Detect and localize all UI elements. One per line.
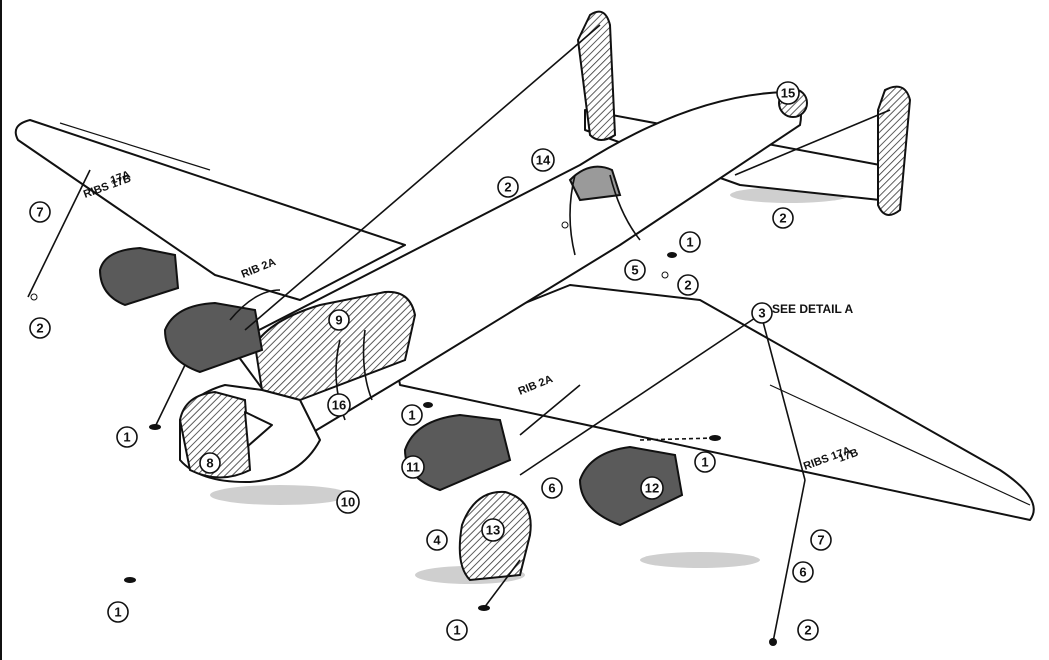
callout-c2d: 2: [772, 207, 794, 229]
callout-label: 16: [332, 398, 346, 413]
mooring-cables: [27, 24, 891, 643]
callout-c6b: 6: [792, 561, 814, 583]
callout-label: 4: [433, 533, 441, 548]
callout-c9: 9: [328, 309, 350, 331]
engine-starboard-outer: [578, 445, 684, 527]
engine-port-inner: [163, 301, 264, 374]
callout-c15: 15: [776, 81, 800, 105]
callout-c5: 5: [624, 259, 646, 281]
callout-c2c: 2: [677, 274, 699, 296]
callout-label: 2: [804, 623, 811, 638]
callout-label: 2: [504, 180, 511, 195]
callout-label: 1: [453, 623, 460, 638]
callout-c7b: 7: [810, 529, 832, 551]
ground-shadow: [210, 187, 850, 584]
callout-label: 13: [486, 523, 500, 538]
callout-label: 6: [799, 565, 806, 580]
callout-label: 6: [548, 481, 555, 496]
ground-pickets: [30, 221, 777, 646]
callout-c8: 8: [199, 452, 221, 474]
callout-label: 3: [758, 306, 765, 321]
bomb-aimer-window: [244, 411, 273, 447]
callout-c13: 13: [481, 518, 505, 542]
detail-note: SEE DETAIL A: [772, 302, 853, 316]
callout-label: 2: [779, 211, 786, 226]
front-turret-cover: [178, 390, 252, 479]
callout-c3: 3: [751, 302, 773, 324]
callout-c7a: 7: [29, 201, 51, 223]
callout-label: 2: [36, 321, 43, 336]
callout-c16: 16: [327, 393, 351, 417]
left-wing: [14, 119, 406, 301]
callout-c1a: 1: [116, 426, 138, 448]
callout-label: 9: [335, 313, 342, 328]
callout-c14: 14: [531, 148, 555, 172]
callout-label: 2: [684, 278, 691, 293]
right-fin: [877, 85, 912, 216]
canopy-cover: [253, 290, 417, 402]
callout-label: 1: [701, 455, 708, 470]
callout-c1d: 1: [401, 404, 423, 426]
right-wing: [394, 284, 1035, 521]
callout-c2e: 2: [797, 619, 819, 641]
callout-c12: 12: [640, 476, 664, 500]
callout-label: 5: [631, 263, 638, 278]
callout-label: 1: [408, 408, 415, 423]
callout-label: 7: [36, 205, 43, 220]
callout-c1e: 1: [679, 231, 701, 253]
right-aileron-line: [769, 384, 1031, 506]
callout-label: 8: [206, 456, 213, 471]
callout-c6a: 6: [541, 477, 563, 499]
callout-c11: 11: [401, 455, 425, 479]
mid-upper-turret-cover: [568, 165, 622, 202]
callout-label: 11: [406, 460, 420, 475]
callout-c10: 10: [336, 490, 360, 514]
callout-label: 12: [645, 481, 659, 496]
callout-c1b: 1: [107, 601, 129, 623]
callout-c2a: 2: [29, 317, 51, 339]
callout-c1f: 1: [694, 451, 716, 473]
callout-label: 14: [536, 153, 551, 168]
left-fin: [576, 10, 617, 141]
left-aileron-line: [59, 122, 211, 171]
callout-label: 15: [781, 86, 795, 101]
callout-label: 1: [686, 235, 693, 250]
engine-port-outer: [98, 246, 180, 307]
callout-label: 7: [817, 533, 824, 548]
callout-c4: 4: [426, 529, 448, 551]
callout-c2b: 2: [497, 176, 519, 198]
callout-label: 1: [114, 605, 121, 620]
callout-label: 1: [123, 430, 130, 445]
engine-starboard-inner: [403, 413, 512, 492]
callout-label: 10: [341, 495, 355, 510]
callout-c1c: 1: [446, 619, 468, 641]
